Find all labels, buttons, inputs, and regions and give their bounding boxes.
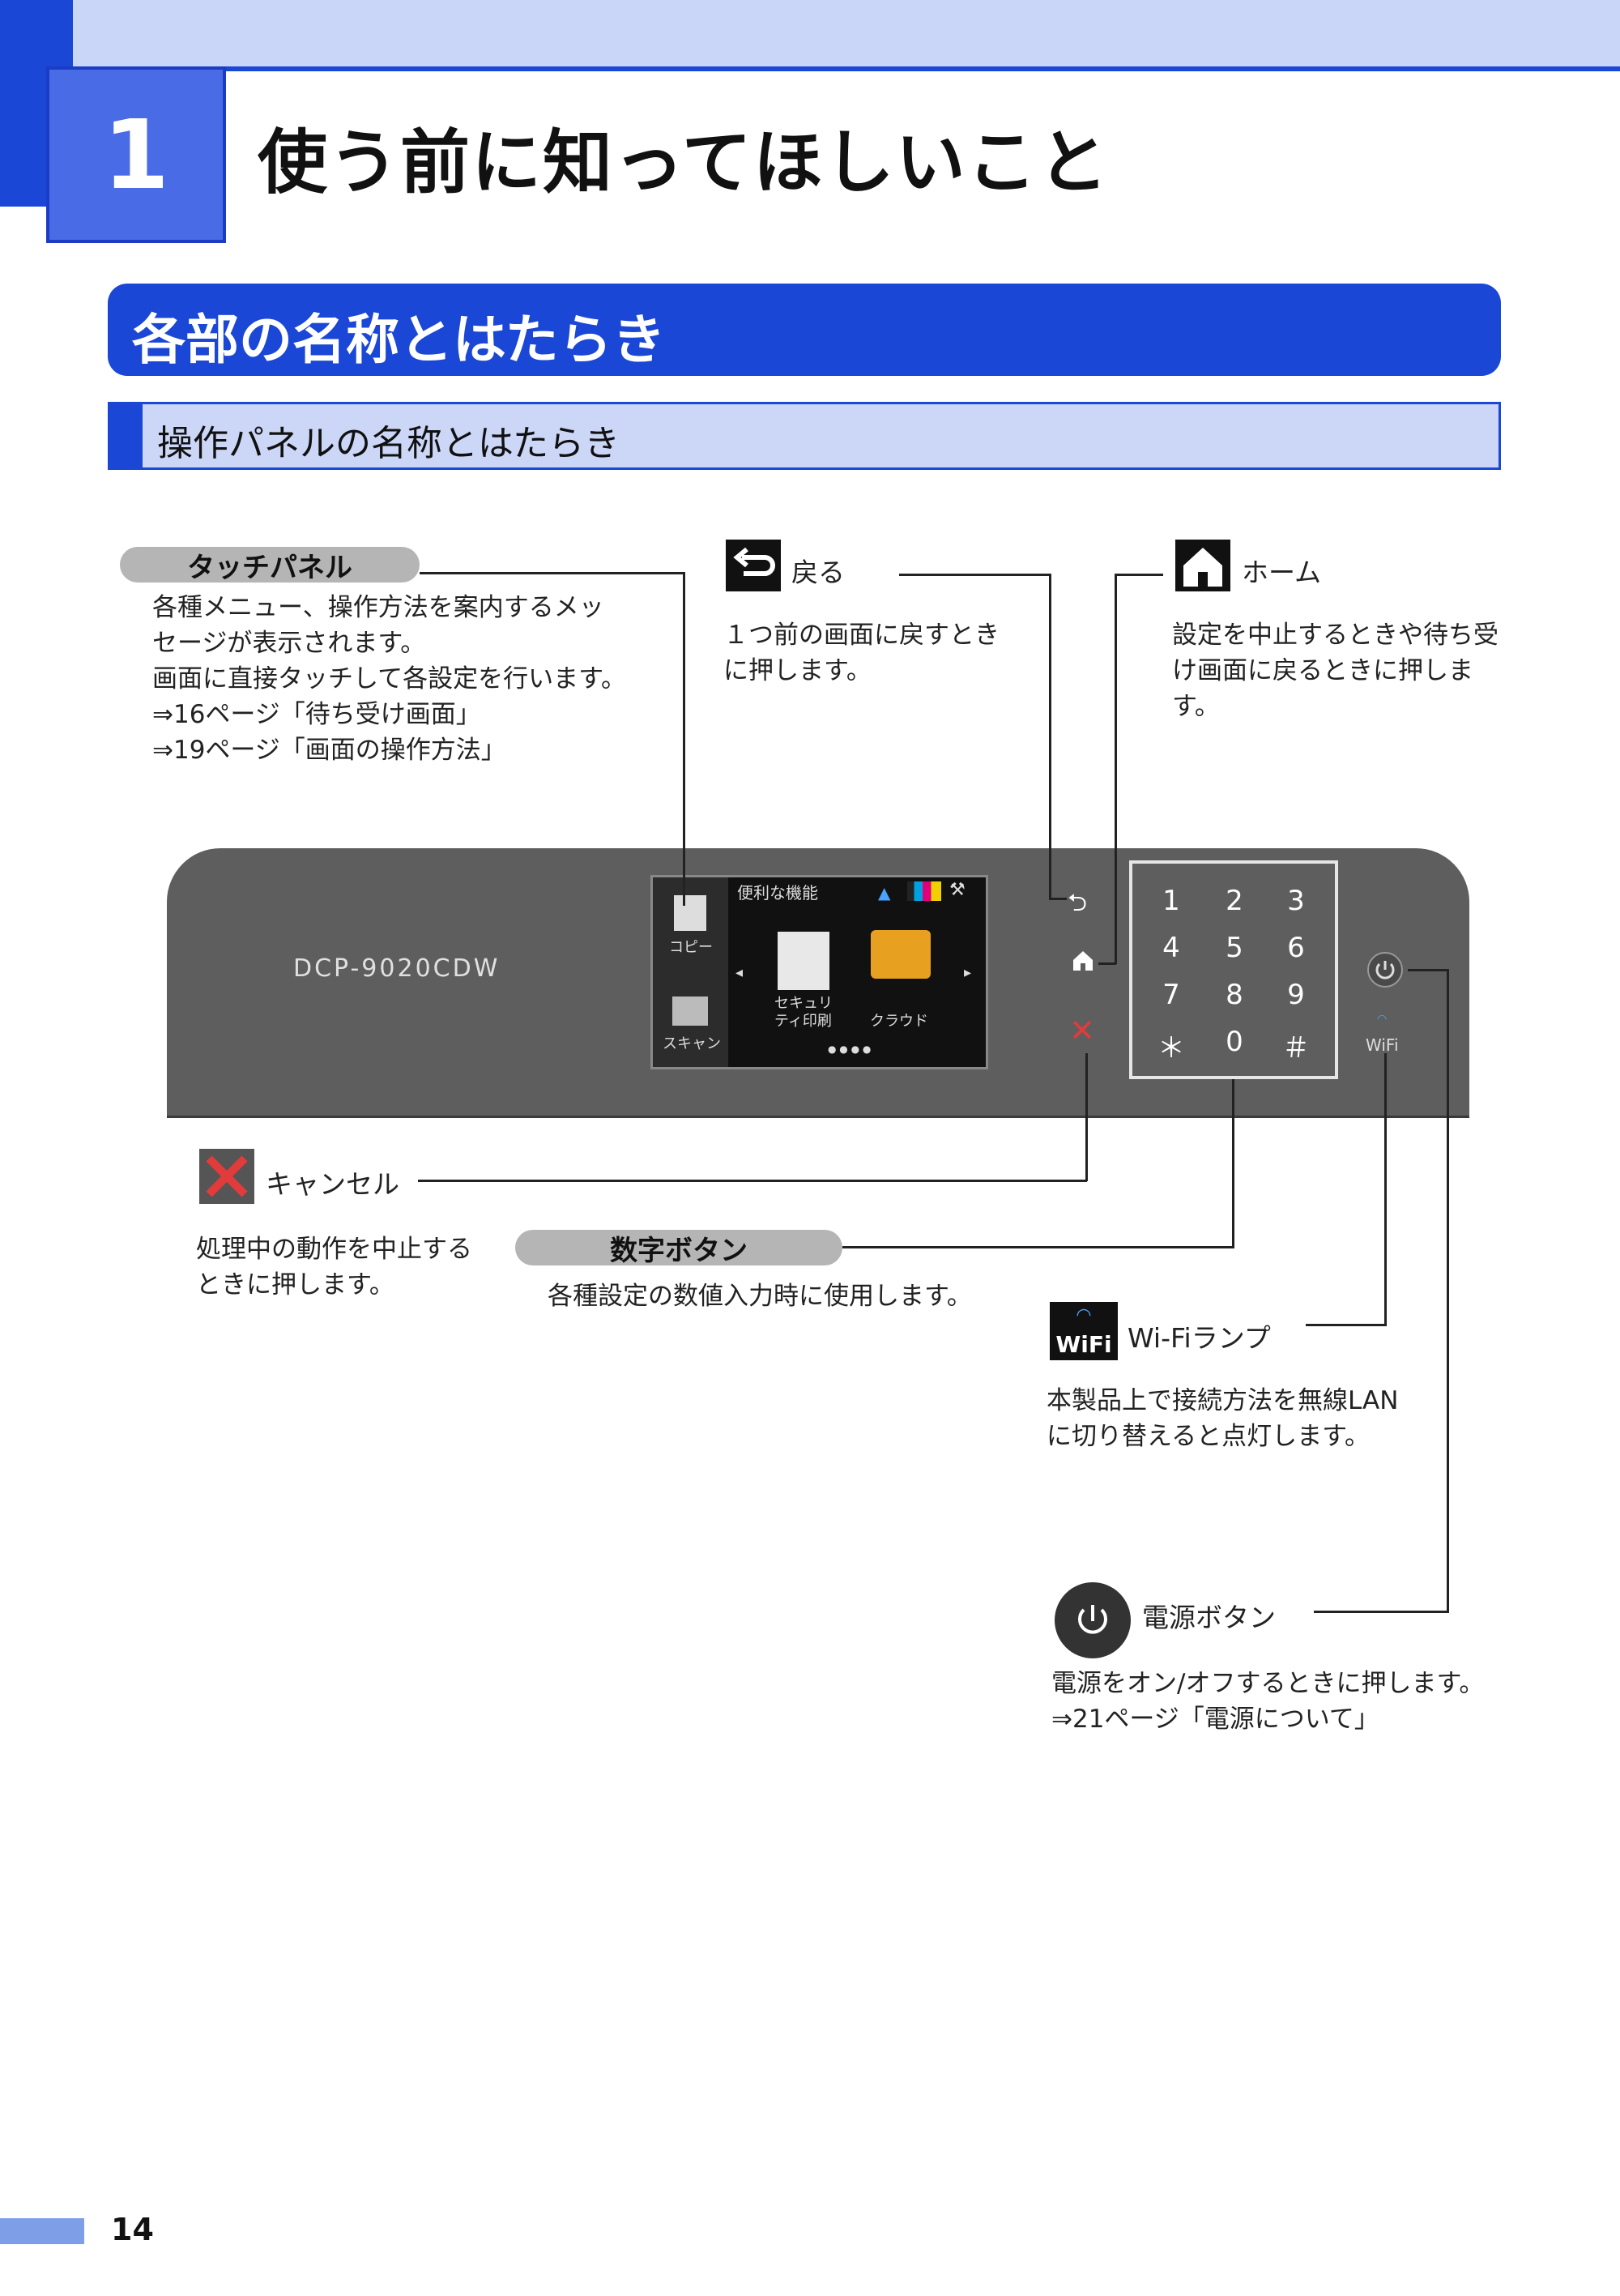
- wifi-icon: ◠ WiFi: [1050, 1302, 1118, 1360]
- numeric-desc: 各種設定の数値入力時に使用します。: [548, 1282, 972, 1311]
- screen-header: 便利な機能: [737, 883, 818, 903]
- section-heading: 各部の名称とはたらき: [108, 284, 1501, 376]
- numeric-leader-h: [842, 1246, 1234, 1248]
- home-leader-end: [1098, 962, 1116, 965]
- panel-back-button[interactable]: ⮌: [1068, 889, 1088, 917]
- power-leader-h: [1314, 1611, 1449, 1613]
- power-leader-v: [1447, 969, 1449, 1612]
- cancel-label: キャンセル: [266, 1168, 399, 1200]
- screen-wifi-icon: ▲: [878, 883, 891, 903]
- subsection-heading: 操作パネルの名称とはたらき: [108, 402, 1501, 470]
- key-2[interactable]: 2: [1226, 885, 1243, 917]
- screen-right-arrow-icon[interactable]: ▸: [964, 964, 972, 981]
- power-icon: [1055, 1582, 1131, 1658]
- back-leader-end: [1049, 898, 1067, 900]
- home-leader-h: [1115, 574, 1163, 576]
- cancel-desc: 処理中の動作を中止する ときに押します。: [196, 1235, 472, 1300]
- secure-print-icon[interactable]: [778, 932, 829, 990]
- wifi-label: Wi-Fiランプ: [1128, 1322, 1271, 1354]
- panel-wifi-text: WiFi: [1366, 1035, 1399, 1055]
- back-label: 戻る: [791, 557, 845, 588]
- scan-icon[interactable]: [672, 996, 708, 1026]
- screen-item-secure: セキュリ ティ印刷: [774, 995, 833, 1030]
- numeric-label: 数字ボタン: [515, 1230, 842, 1267]
- key-5[interactable]: 5: [1226, 932, 1243, 964]
- cancel-icon: [199, 1149, 254, 1204]
- cancel-leader-v: [1085, 1053, 1088, 1181]
- key-6[interactable]: 6: [1287, 932, 1305, 964]
- touch-leader-h: [420, 572, 684, 574]
- numeric-leader-v: [1232, 1079, 1234, 1248]
- wifi-desc: 本製品上で接続方法を無線LAN に切り替えると点灯します。: [1047, 1386, 1399, 1451]
- back-desc: １つ前の画面に戻すとき に押します。: [723, 621, 1000, 685]
- home-label: ホーム: [1242, 557, 1322, 588]
- page-number: 14: [111, 2212, 154, 2247]
- back-icon: [726, 540, 781, 591]
- key-star[interactable]: ＊: [1157, 1032, 1185, 1065]
- model-name: DCP-9020CDW: [293, 954, 501, 983]
- copy-icon[interactable]: [674, 895, 706, 931]
- chapter-title: 使う前に知ってほしいこと: [258, 122, 1110, 203]
- touch-leader-v: [683, 572, 685, 906]
- key-9[interactable]: 9: [1287, 979, 1305, 1011]
- back-leader-h: [899, 574, 1050, 576]
- section-title: 各部の名称とはたらき: [132, 309, 666, 371]
- key-0[interactable]: 0: [1226, 1026, 1243, 1058]
- subsection-title: 操作パネルの名称とはたらき: [157, 423, 620, 464]
- screen-page-dots: ● ● ● ●: [828, 1043, 872, 1055]
- key-8[interactable]: 8: [1226, 979, 1243, 1011]
- toner-icon[interactable]: [907, 881, 941, 901]
- cloud-icon[interactable]: [871, 930, 931, 979]
- panel-cancel-button[interactable]: ✕: [1069, 1013, 1095, 1048]
- panel-home-button[interactable]: [1071, 948, 1095, 972]
- screen-item-cloud: クラウド: [870, 1013, 928, 1030]
- wifi-leader-h: [1306, 1324, 1387, 1326]
- tools-icon[interactable]: ⚒: [949, 880, 966, 900]
- screen-side-copy: コピー: [669, 939, 713, 956]
- key-1[interactable]: 1: [1162, 885, 1180, 917]
- subsection-tab: [110, 404, 143, 467]
- key-4[interactable]: 4: [1162, 932, 1180, 964]
- page-number-bar: [0, 2218, 84, 2244]
- screen-side-scan: スキャン: [663, 1035, 721, 1052]
- power-leader-top: [1408, 969, 1448, 971]
- power-label: 電源ボタン: [1142, 1602, 1276, 1633]
- wifi-icon-text: WiFi: [1055, 1331, 1112, 1358]
- home-desc: 設定を中止するときや待ち受 け画面に戻るときに押しま す。: [1172, 621, 1498, 721]
- key-hash[interactable]: ＃: [1282, 1032, 1310, 1065]
- screen-left-arrow-icon[interactable]: ◂: [735, 964, 744, 981]
- wifi-leader-v: [1384, 1053, 1387, 1325]
- chapter-number-box: [46, 66, 226, 243]
- home-icon: [1175, 540, 1230, 591]
- home-leader-v: [1115, 574, 1117, 964]
- key-3[interactable]: 3: [1287, 885, 1305, 917]
- power-desc: 電源をオン/オフするときに押します。 ⇒21ページ「電源について」: [1051, 1669, 1485, 1734]
- top-bar: [0, 0, 1620, 71]
- panel-wifi-icon: ◠: [1377, 1013, 1388, 1026]
- panel-power-button[interactable]: [1367, 952, 1403, 988]
- numeric-keypad: 1 2 3 4 5 6 7 8 9 ＊ 0 ＃: [1129, 860, 1338, 1079]
- chapter-number: 1: [102, 99, 170, 211]
- cancel-leader-h: [418, 1180, 1087, 1182]
- touch-panel-label: タッチパネル: [120, 547, 420, 584]
- back-leader-v: [1049, 574, 1051, 899]
- touch-panel-desc: 各種メニュー、操作方法を案内するメッ セージが表示されます。 画面に直接タッチし…: [152, 593, 626, 765]
- key-7[interactable]: 7: [1162, 979, 1180, 1011]
